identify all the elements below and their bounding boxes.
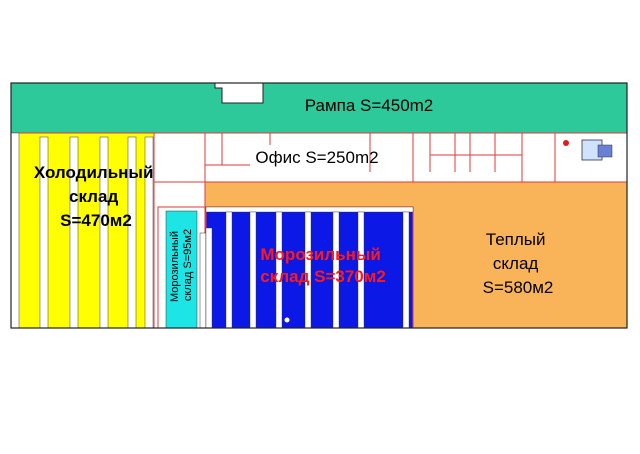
- cold-label-line: склад: [69, 187, 118, 206]
- small-freezer-label-line: Морозильный: [169, 231, 181, 302]
- cold-label-line: S=470м2: [60, 211, 132, 230]
- rack: [199, 232, 207, 329]
- office-area: [153, 132, 628, 183]
- equipment-icon: [597, 144, 613, 158]
- warm-label-line: Теплый: [486, 230, 546, 249]
- cold-storage-label: Холодильный склад S=470м2: [34, 163, 158, 230]
- small-freezer-fill: [165, 210, 198, 329]
- warm-storage-label: Теплый склад S=580м2: [483, 230, 554, 297]
- cold-storage-zone: [10, 132, 155, 329]
- freezer-label-line: Морозильный: [260, 245, 380, 264]
- rack: [10, 132, 20, 329]
- office-label-line: Офис S=250m2: [255, 148, 378, 167]
- small-freezer-label-line: склад S=95м2: [182, 229, 194, 301]
- freezer-label: Морозильный склад S=370м2: [260, 245, 386, 286]
- freezer-zone: [205, 206, 414, 329]
- rack: [249, 211, 257, 329]
- ramp-label: Рампа S=450m2: [305, 96, 434, 115]
- ramp-label-line: Рампа S=450m2: [305, 96, 434, 115]
- building-outline: [10, 82, 628, 329]
- rack: [402, 211, 410, 329]
- warm-label-line: S=580м2: [483, 278, 554, 297]
- office-zone: [153, 132, 628, 183]
- freezer-aisle: [205, 206, 414, 213]
- drain-icon: [284, 317, 290, 323]
- marker-icon: [563, 140, 569, 146]
- warm-label-line: склад: [493, 254, 539, 273]
- rack: [205, 227, 213, 329]
- small-freezer-label: Морозильный склад S=95м2: [169, 228, 194, 302]
- freezer-label-line: склад S=370м2: [260, 267, 386, 286]
- rack: [225, 211, 233, 329]
- cold-label-line: Холодильный: [34, 163, 154, 182]
- small-freezer-zone: [157, 206, 207, 329]
- office-label: Офис S=250m2: [255, 148, 378, 167]
